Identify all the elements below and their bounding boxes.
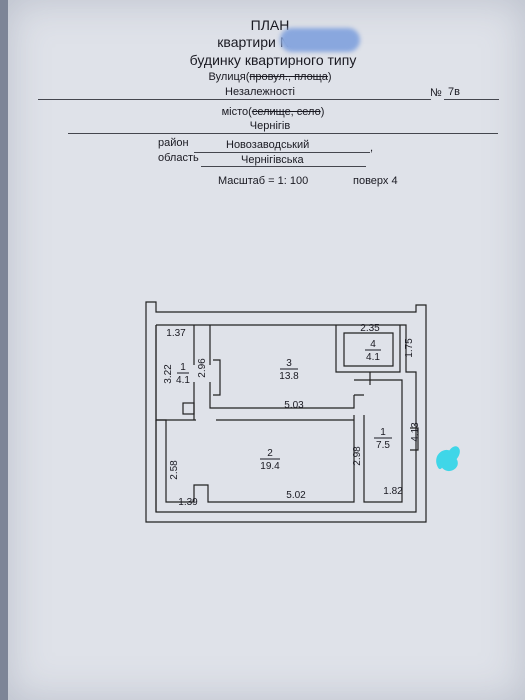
redaction-blob	[280, 28, 360, 52]
floor-plan: 1 4.1 3 13.8 4 4.1 2 19.4 1 7.5 1.37 3.2…	[145, 301, 427, 523]
dim-2-98: 2.98	[352, 446, 363, 466]
room5-area: 7.5	[376, 440, 390, 451]
number-value: 7в	[448, 86, 460, 98]
room3-walls	[209, 325, 355, 409]
doc-title: ПЛАН	[250, 17, 290, 33]
door-marks	[354, 372, 371, 396]
document-sheet: ПЛАН квартири № будинку квартирного типу…	[8, 0, 525, 700]
room5-number: 1	[380, 427, 386, 438]
city-underline	[68, 133, 498, 134]
city-value: Чернігів	[249, 120, 291, 132]
number-label: №	[430, 87, 442, 99]
dim-5-02: 5.02	[286, 490, 306, 501]
district-underline	[194, 152, 370, 153]
street-underline	[38, 99, 431, 100]
doc-subtitle-building: будинку квартирного типу	[189, 52, 357, 68]
dim-4-13: 4.13	[410, 422, 421, 442]
room2-area: 19.4	[260, 461, 280, 472]
floor-text: поверх 4	[353, 175, 398, 187]
stair-mark	[213, 359, 221, 396]
room2-walls	[155, 415, 355, 512]
dim-2-96: 2.96	[197, 358, 208, 378]
marker-scribble	[436, 446, 460, 472]
dim-5-03: 5.03	[284, 400, 304, 411]
room2-number: 2	[267, 448, 273, 459]
dim-1-39: 1.39	[178, 497, 198, 508]
dim-1-75: 1.75	[404, 338, 415, 358]
dim-2-58: 2.58	[169, 460, 180, 480]
oblast-underline	[201, 166, 366, 167]
room4-walls	[335, 325, 401, 373]
room4-number: 4	[370, 339, 376, 350]
room4-area: 4.1	[366, 352, 380, 363]
outer-wall	[145, 301, 427, 523]
room1-shaft	[182, 402, 195, 415]
district-value: Новозаводський	[226, 139, 310, 151]
street-value: Незалежності	[225, 86, 295, 98]
district-comma: ,	[370, 142, 374, 154]
scale-text: Масштаб = 1: 100	[218, 175, 309, 187]
room3-number: 3	[286, 358, 292, 369]
doc-subtitle-apartment: квартири №	[217, 34, 295, 50]
district-label: район	[158, 137, 189, 149]
room1-wall	[155, 325, 196, 421]
city-label: місто(селище, село)	[221, 106, 325, 118]
room1-area: 4.1	[176, 375, 190, 386]
street-label: Вулиця(провул., площа)	[208, 71, 332, 83]
number-underline	[444, 99, 499, 100]
room1-number: 1	[180, 362, 186, 373]
dim-1-37: 1.37	[166, 328, 186, 339]
oblast-label: область	[158, 152, 199, 164]
room5-walls	[354, 379, 403, 503]
window-mark	[410, 427, 419, 451]
room3-area: 13.8	[279, 371, 299, 382]
room4-inner	[343, 332, 394, 367]
oblast-value: Чернігівська	[241, 154, 304, 166]
dim-2-35: 2.35	[360, 323, 380, 334]
dim-1-82: 1.82	[383, 486, 403, 497]
dim-3-22: 3.22	[163, 364, 174, 384]
